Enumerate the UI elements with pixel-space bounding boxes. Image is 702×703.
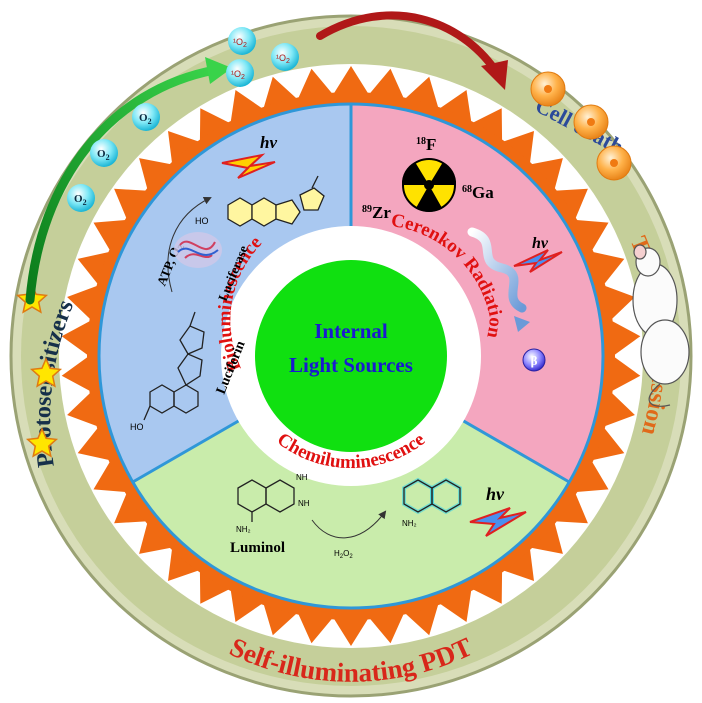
radiation-icon [401, 158, 457, 212]
luminol-structure [237, 479, 295, 522]
luminol-label: Luminol [230, 540, 285, 556]
hv-label: hν [486, 484, 505, 504]
luciferin-structure [143, 311, 205, 421]
oxygen-bubbles: O2 O2 O2 ¹O2 ¹O2 ¹O2 [67, 27, 299, 212]
green-arrow [25, 65, 220, 305]
red-arrow [316, 11, 499, 74]
star-icon [25, 427, 59, 458]
luciferase-protein-icon [174, 232, 222, 268]
mouse-icon [632, 244, 690, 407]
cerenkov-content: 18F 89Zr 68Ga hν β [362, 135, 563, 372]
lightning-icon [221, 153, 276, 179]
o2-bubble: O2 [132, 103, 160, 131]
nh-label: NH [298, 499, 310, 508]
aminophthalate-structure [402, 477, 462, 515]
wave-icon [467, 227, 527, 313]
svg-text:¹O2: ¹O2 [276, 53, 290, 65]
o2-bubble: O2 [90, 139, 118, 167]
svg-text:¹O2: ¹O2 [233, 37, 247, 49]
nh-label: NH [296, 473, 308, 482]
nh2-label: NH₂ [236, 525, 251, 534]
chemiluminescence-content: NH NH NH₂ Luminol H2O2 NH₂ hν [230, 473, 527, 560]
svg-text:O2: O2 [74, 193, 87, 207]
nh2-label: NH₂ [402, 519, 417, 528]
ga68-label: 68Ga [462, 183, 494, 202]
center-title-line2: Light Sources [289, 353, 413, 377]
reaction-arrow [167, 197, 212, 293]
singlet-oxygen-bubble: ¹O2 [226, 59, 254, 87]
singlet-oxygen-bubble: ¹O2 [228, 27, 256, 55]
ho-label: HO [130, 422, 144, 432]
bioluminescence-content: hν HO ATP, O2 Luciferase HO [130, 133, 325, 432]
ho-label: HO [195, 216, 209, 226]
o2-bubble: O2 [67, 184, 95, 212]
green-arrow-head [205, 57, 232, 84]
lightning-icon [469, 507, 527, 537]
center-circle [255, 260, 447, 452]
oxyluciferin-structure [227, 175, 325, 227]
hv-label: hν [260, 133, 277, 152]
svg-text:O2: O2 [97, 148, 110, 162]
singlet-oxygen-bubble: ¹O2 [271, 43, 299, 71]
zr89-label: 89Zr [362, 203, 391, 222]
hv-label: hν [532, 235, 549, 252]
reaction-arrow [311, 510, 387, 539]
f18-label: 18F [416, 135, 436, 154]
svg-text:¹O2: ¹O2 [231, 69, 245, 81]
star-icon [29, 357, 63, 388]
lightning-icon [513, 249, 563, 273]
red-arrow-head [481, 60, 508, 90]
center-title-line1: Internal [314, 319, 388, 343]
svg-text:β: β [531, 353, 538, 368]
svg-text:O2: O2 [139, 112, 152, 126]
beta-particle-icon: β [522, 348, 546, 372]
dying-cells [530, 71, 632, 181]
h2o2-label: H2O2 [334, 549, 353, 560]
